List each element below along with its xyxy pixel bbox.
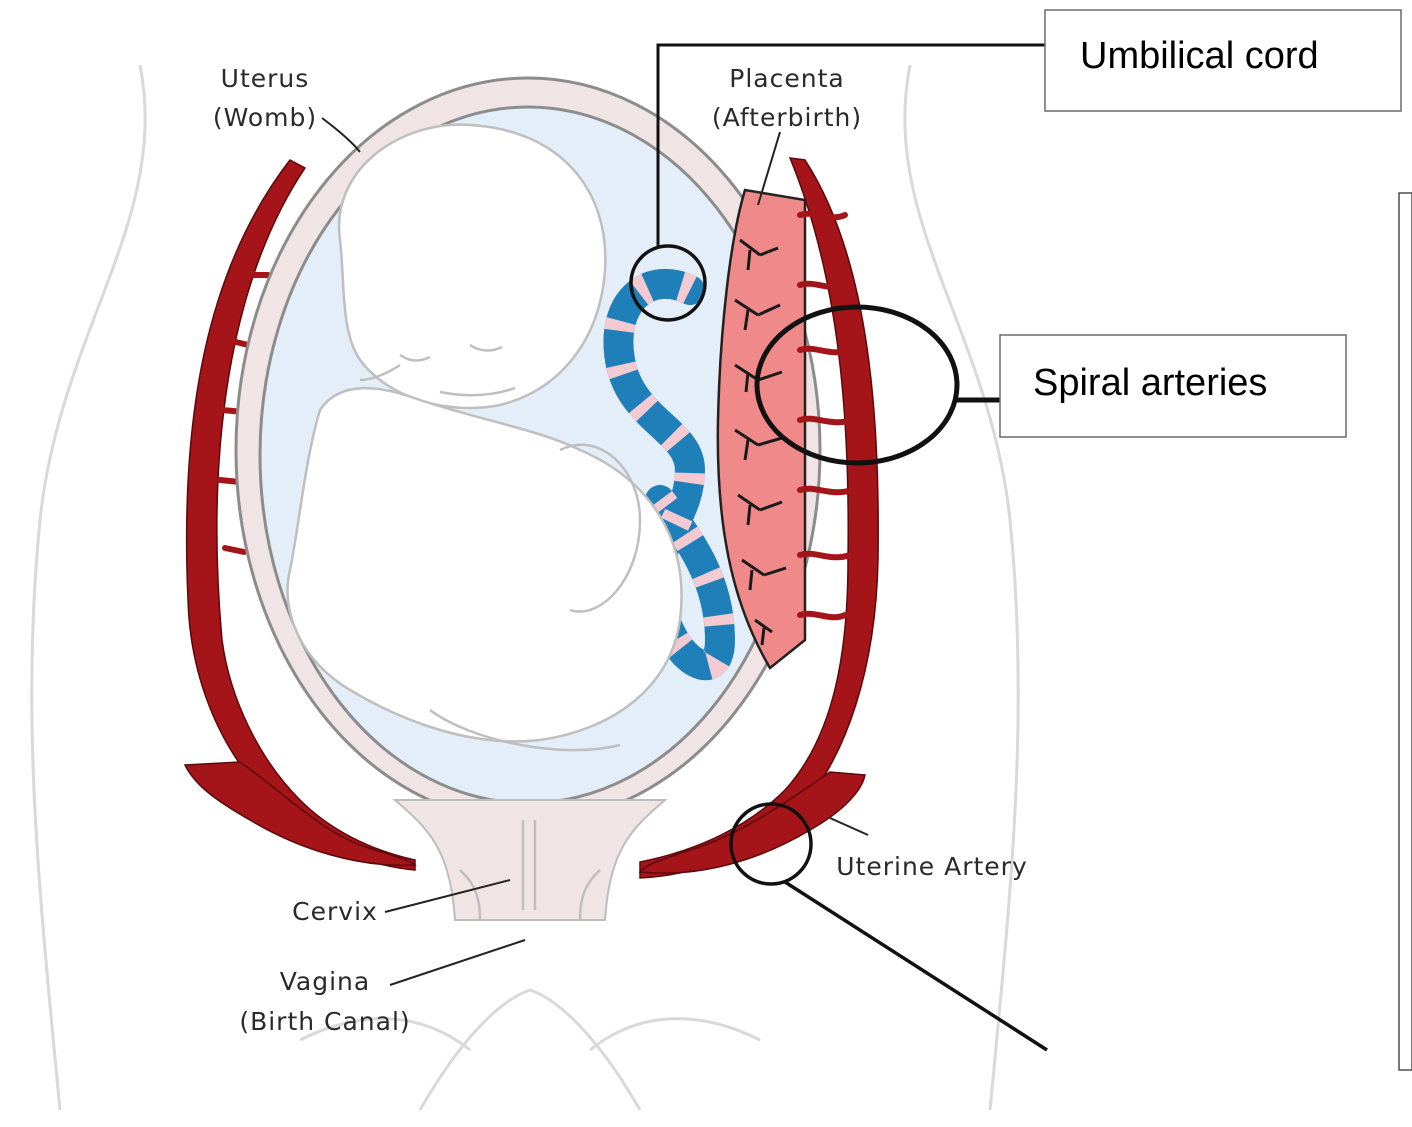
uterine-artery-label: Uterine Artery xyxy=(836,852,1028,881)
right-lower-artery-curl xyxy=(640,772,865,873)
afterbirth-label: (Afterbirth) xyxy=(712,103,862,132)
placenta-label: Placenta xyxy=(729,64,844,93)
umbilical-cord-callout-text: Umbilical cord xyxy=(1080,35,1319,77)
birth-canal-label: (Birth Canal) xyxy=(239,1007,410,1036)
uterus-label: Uterus xyxy=(221,64,310,93)
empty-side-panel xyxy=(1399,193,1412,1070)
vagina-label: Vagina xyxy=(280,967,370,996)
womb-label: (Womb) xyxy=(213,103,317,132)
cervix-label: Cervix xyxy=(292,897,378,926)
cervix-shape xyxy=(395,800,665,920)
spiral-arteries-callout-text: Spiral arteries xyxy=(1033,362,1267,404)
